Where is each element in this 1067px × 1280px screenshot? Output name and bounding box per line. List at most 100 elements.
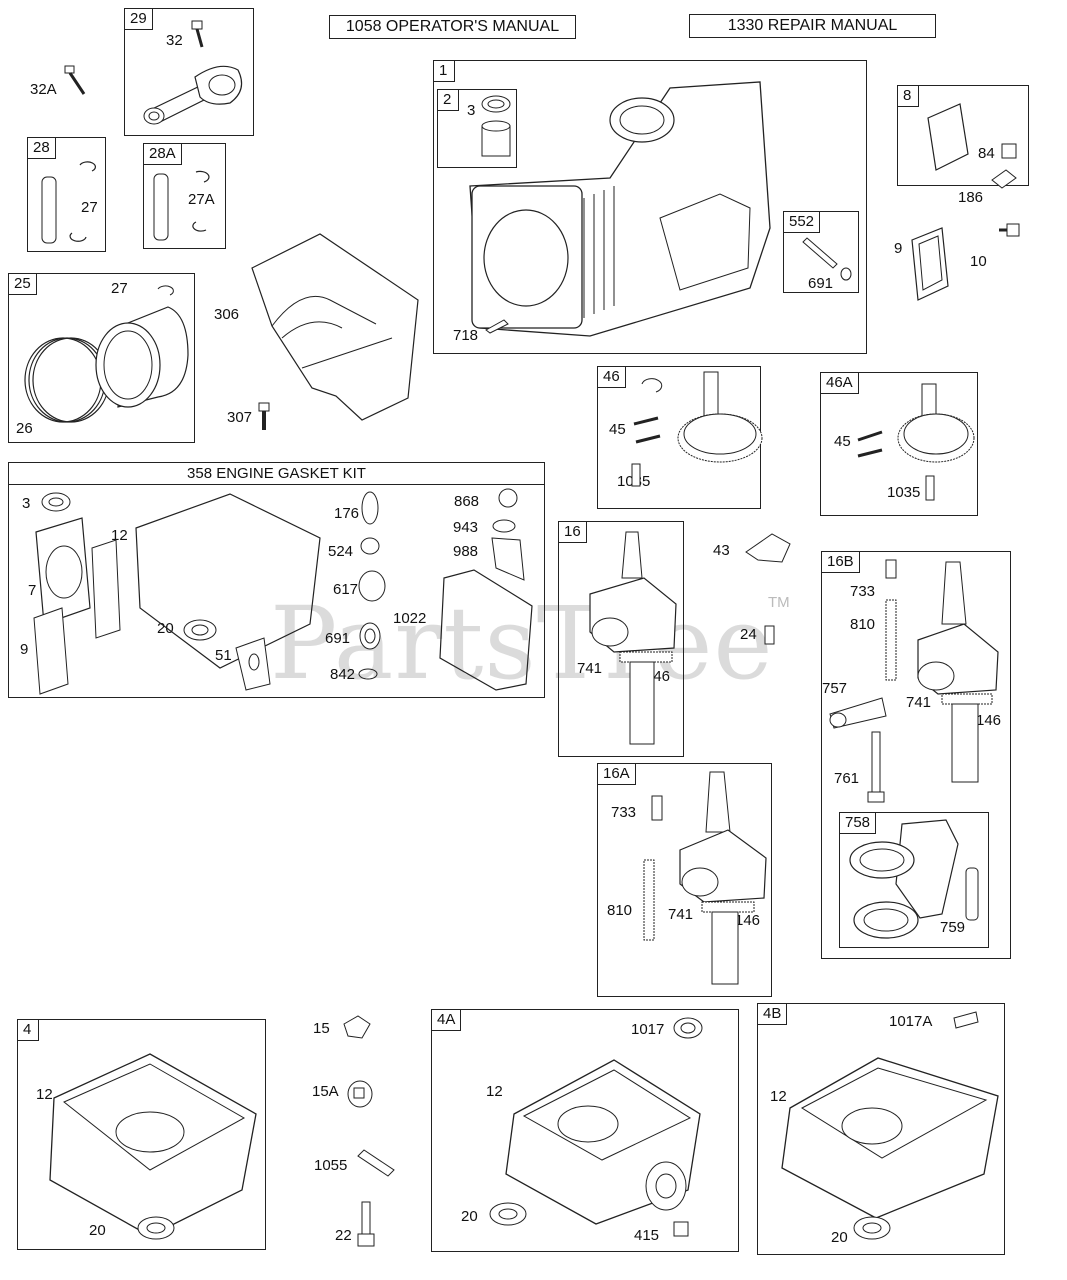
part-box-758[interactable]: 758 <box>839 812 989 948</box>
callout-15a[interactable]: 15A <box>312 1083 339 1100</box>
callout-k7[interactable]: 7 <box>28 582 37 599</box>
box-number: 46A <box>820 372 859 394</box>
callout-12-b[interactable]: 12 <box>486 1083 503 1100</box>
repair-manual-link[interactable]: 1330 REPAIR MANUAL <box>689 14 936 38</box>
pin-icon <box>357 1149 395 1177</box>
balance-shaft-icon <box>849 819 979 939</box>
callout-718[interactable]: 718 <box>453 327 479 344</box>
callout-12-c[interactable]: 12 <box>770 1088 787 1105</box>
connecting-rod-icon <box>143 20 243 125</box>
callout-15[interactable]: 15 <box>313 1020 330 1037</box>
callout-733-b[interactable]: 733 <box>611 804 637 821</box>
callout-20[interactable]: 20 <box>89 1222 106 1239</box>
box-number: 46 <box>597 366 626 388</box>
bolt-icon <box>64 65 86 95</box>
callout-k943[interactable]: 943 <box>453 519 479 536</box>
callout-741-b[interactable]: 741 <box>906 694 932 711</box>
box-number: 2 <box>437 89 459 111</box>
box-number: 16 <box>558 521 587 543</box>
part-box-28a[interactable]: 28A <box>143 143 226 249</box>
callout-k51[interactable]: 51 <box>215 647 232 664</box>
crankshaft-icon-c <box>643 771 767 985</box>
callout-146-c[interactable]: 146 <box>735 912 761 929</box>
callout-741[interactable]: 741 <box>577 660 603 677</box>
callout-k988[interactable]: 988 <box>453 543 479 560</box>
callout-1055[interactable]: 1055 <box>314 1157 348 1174</box>
key-icon <box>764 625 775 645</box>
callout-32a[interactable]: 32A <box>30 81 57 98</box>
callout-k176[interactable]: 176 <box>334 505 360 522</box>
part-box-4[interactable]: 4 <box>17 1019 266 1250</box>
callout-k1022[interactable]: 1022 <box>393 610 427 627</box>
callout-741-c[interactable]: 741 <box>668 906 694 923</box>
callout-307[interactable]: 307 <box>227 409 253 426</box>
bearing-sleeve-icon <box>481 95 511 157</box>
callout-k691[interactable]: 691 <box>325 630 351 647</box>
part-box-1[interactable]: 1 <box>433 60 867 354</box>
callout-415[interactable]: 415 <box>634 1227 660 1244</box>
callout-45-b[interactable]: 45 <box>834 433 851 450</box>
callout-810-b[interactable]: 810 <box>607 902 633 919</box>
callout-22[interactable]: 22 <box>335 1227 352 1244</box>
callout-84[interactable]: 84 <box>978 145 995 162</box>
part-box-29[interactable]: 29 <box>124 8 254 136</box>
part-box-16b[interactable]: 16B <box>821 551 1011 959</box>
bolt-icon-22 <box>357 1201 375 1247</box>
callout-733[interactable]: 733 <box>850 583 876 600</box>
callout-27[interactable]: 27 <box>81 199 98 216</box>
callout-k9[interactable]: 9 <box>20 641 29 658</box>
part-box-16[interactable]: 16 <box>558 521 684 757</box>
part-box-2[interactable]: 2 <box>437 89 517 168</box>
callout-10[interactable]: 10 <box>970 253 987 270</box>
callout-9[interactable]: 9 <box>894 240 903 257</box>
gasket-kit-box[interactable]: 358 ENGINE GASKET KIT <box>8 462 545 698</box>
part-box-16a[interactable]: 16A <box>597 763 772 997</box>
part-box-4b[interactable]: 4B <box>757 1003 1005 1255</box>
plug-icon <box>347 1080 373 1108</box>
screw-icon-10 <box>999 223 1020 237</box>
callout-20-c[interactable]: 20 <box>831 1229 848 1246</box>
callout-757[interactable]: 757 <box>822 680 848 697</box>
part-box-28[interactable]: 28 <box>27 137 106 252</box>
camshaft-icon-b <box>857 383 975 501</box>
callout-3[interactable]: 3 <box>467 102 476 119</box>
crankshaft-icon <box>589 531 677 745</box>
box-number: 4B <box>757 1003 788 1025</box>
callout-27-ring[interactable]: 27 <box>111 280 128 297</box>
callout-k524[interactable]: 524 <box>328 543 354 560</box>
callout-26[interactable]: 26 <box>16 420 33 437</box>
callout-1035-b[interactable]: 1035 <box>887 484 921 501</box>
callout-1017[interactable]: 1017 <box>631 1021 665 1038</box>
callout-146-b[interactable]: 146 <box>976 712 1002 729</box>
cylinder-block-icon <box>469 81 771 337</box>
callout-20-b[interactable]: 20 <box>461 1208 478 1225</box>
callout-306[interactable]: 306 <box>214 306 240 323</box>
part-box-8[interactable]: 8 <box>897 85 1029 186</box>
callout-k842[interactable]: 842 <box>330 666 356 683</box>
box-number: 552 <box>783 211 821 233</box>
callout-k617[interactable]: 617 <box>333 581 359 598</box>
part-box-25[interactable]: 25 <box>8 273 195 443</box>
callout-45[interactable]: 45 <box>609 421 626 438</box>
callout-43[interactable]: 43 <box>713 542 730 559</box>
part-box-552[interactable]: 552 <box>783 211 859 293</box>
callout-k868[interactable]: 868 <box>454 493 480 510</box>
callout-186[interactable]: 186 <box>958 189 984 206</box>
callout-691[interactable]: 691 <box>808 275 834 292</box>
callout-761[interactable]: 761 <box>834 770 860 787</box>
part-box-4a[interactable]: 4A <box>431 1009 739 1252</box>
callout-27a[interactable]: 27A <box>188 191 215 208</box>
operators-manual-link[interactable]: 1058 OPERATOR'S MANUAL <box>329 15 576 39</box>
gasket-kit-title: 358 ENGINE GASKET KIT <box>9 463 544 485</box>
part-box-46a[interactable]: 46A <box>820 372 978 516</box>
callout-12[interactable]: 12 <box>36 1086 53 1103</box>
callout-32[interactable]: 32 <box>166 32 183 49</box>
callout-1017a[interactable]: 1017A <box>889 1013 933 1030</box>
box-number: 8 <box>897 85 919 107</box>
callout-24[interactable]: 24 <box>740 626 757 643</box>
callout-810[interactable]: 810 <box>850 616 876 633</box>
piston-and-rings-icon <box>24 285 189 423</box>
callout-759[interactable]: 759 <box>940 919 966 936</box>
callout-k3[interactable]: 3 <box>22 495 31 512</box>
box-number: 16B <box>821 551 860 573</box>
